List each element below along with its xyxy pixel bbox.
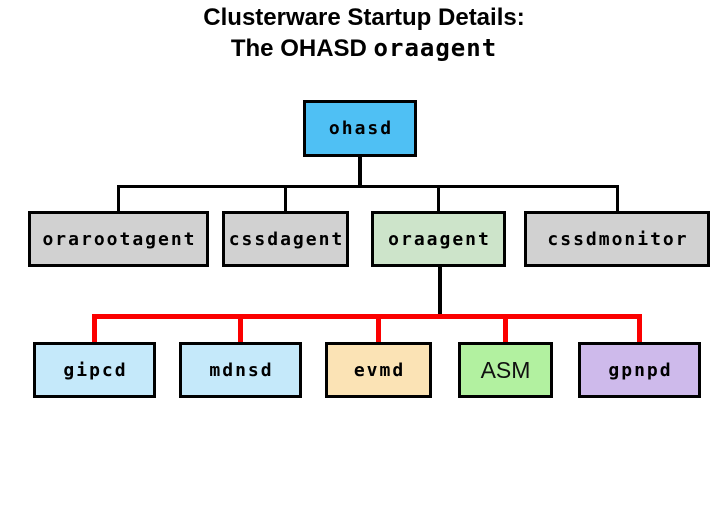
connector-drop-oraagent bbox=[437, 186, 440, 212]
node-mdnsd: mdnsd bbox=[179, 342, 302, 398]
connector-red-drop-asm bbox=[503, 317, 508, 343]
connector-drop-orarootagent bbox=[117, 186, 120, 212]
connector-red-drop-gpnpd bbox=[637, 317, 642, 343]
title-line2-mono: oraagent bbox=[373, 34, 498, 62]
diagram-title: Clusterware Startup Details: The OHASD o… bbox=[0, 3, 728, 64]
node-cssdagent-label: cssdagent bbox=[228, 228, 345, 250]
node-cssdmonitor-label: cssdmonitor bbox=[547, 228, 689, 250]
node-evmd-label: evmd bbox=[353, 359, 406, 381]
title-line2-prefix: The OHASD bbox=[230, 35, 374, 62]
node-ohasd: ohasd bbox=[303, 100, 417, 157]
node-evmd: evmd bbox=[325, 342, 432, 398]
node-orarootagent: orarootagent bbox=[28, 211, 209, 267]
node-gpnpd-label: gpnpd bbox=[608, 359, 673, 381]
connector-red-drop-mdnsd bbox=[238, 317, 243, 343]
diagram-title-line1: Clusterware Startup Details: bbox=[203, 4, 525, 31]
node-oraagent: oraagent bbox=[371, 211, 506, 267]
connector-ohasd-stem bbox=[358, 155, 362, 188]
node-ohasd-label: ohasd bbox=[328, 118, 394, 139]
node-asm-label: ASM bbox=[480, 356, 531, 383]
node-asm: ASM bbox=[458, 342, 553, 398]
connector-red-drop-evmd bbox=[376, 317, 381, 343]
node-oraagent-label: oraagent bbox=[388, 228, 491, 250]
node-gipcd-label: gipcd bbox=[63, 359, 128, 381]
connector-drop-cssdmonitor bbox=[616, 186, 619, 212]
connector-drop-cssdagent bbox=[284, 186, 287, 212]
connector-oraagent-stem bbox=[438, 266, 442, 316]
node-mdnsd-label: mdnsd bbox=[209, 359, 274, 381]
connector-level3-red-bus bbox=[92, 314, 642, 319]
node-cssdmonitor: cssdmonitor bbox=[524, 211, 710, 267]
node-gipcd: gipcd bbox=[33, 342, 156, 398]
diagram-title-line2: The OHASD oraagent bbox=[0, 33, 728, 64]
node-gpnpd: gpnpd bbox=[578, 342, 701, 398]
connector-level2-bus bbox=[117, 185, 619, 188]
node-cssdagent: cssdagent bbox=[222, 211, 349, 267]
node-orarootagent-label: orarootagent bbox=[42, 228, 197, 250]
connector-red-drop-gipcd bbox=[92, 317, 97, 343]
